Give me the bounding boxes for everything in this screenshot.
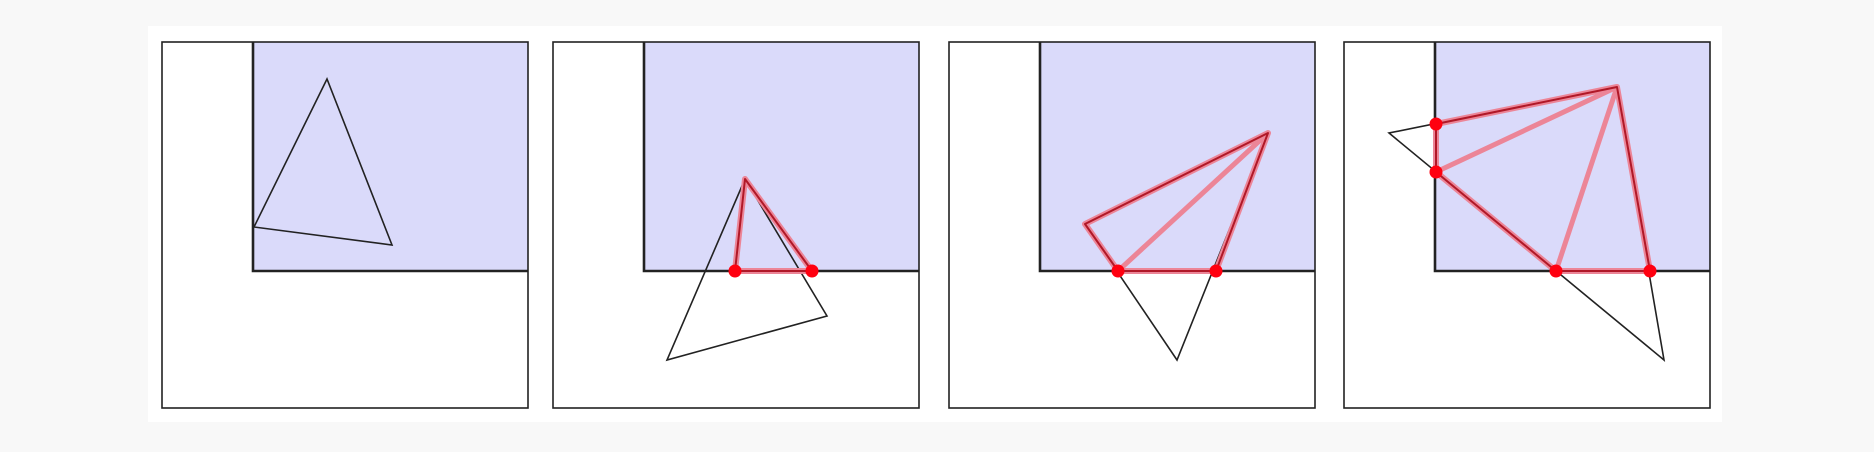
clip-region [644, 42, 919, 271]
clip-region [253, 42, 528, 271]
panel-content [642, 42, 919, 362]
clipped-polygon [734, 178, 813, 272]
clipped-polygon [1435, 86, 1651, 272]
clipping-diagram [161, 41, 1711, 409]
panel-frame [552, 41, 920, 409]
panel-2 [552, 41, 920, 409]
figure [148, 26, 1722, 422]
panel-frame [1343, 41, 1711, 409]
intersection-point-2 [1209, 264, 1223, 278]
clip-region [1435, 42, 1710, 271]
region-boundary [642, 42, 919, 273]
panel-content [1038, 42, 1315, 362]
panel-4 [1343, 41, 1711, 409]
input-triangle [252, 77, 394, 246]
intersection-point-2 [805, 264, 819, 278]
panel-1 [161, 41, 529, 409]
fan-diagonal-2 [1553, 84, 1620, 274]
panel-content [1387, 42, 1710, 362]
intersection-point-1 [1429, 117, 1443, 131]
intersection-point-4 [1643, 264, 1657, 278]
input-triangle [665, 177, 829, 362]
intersection-point-2 [1429, 165, 1443, 179]
panel-content [251, 42, 528, 273]
intersection-point-3 [1549, 264, 1563, 278]
intersection-point-1 [728, 264, 742, 278]
clip-region [1040, 42, 1315, 271]
fan-diagonal-1 [1115, 130, 1271, 274]
region-boundary [1038, 42, 1315, 273]
region-boundary [251, 42, 528, 273]
panel-frame [161, 41, 529, 409]
panel-frame [948, 41, 1316, 409]
fan-diagonal-1 [1433, 84, 1620, 175]
panel-3 [948, 41, 1316, 409]
intersection-point-1 [1111, 264, 1125, 278]
